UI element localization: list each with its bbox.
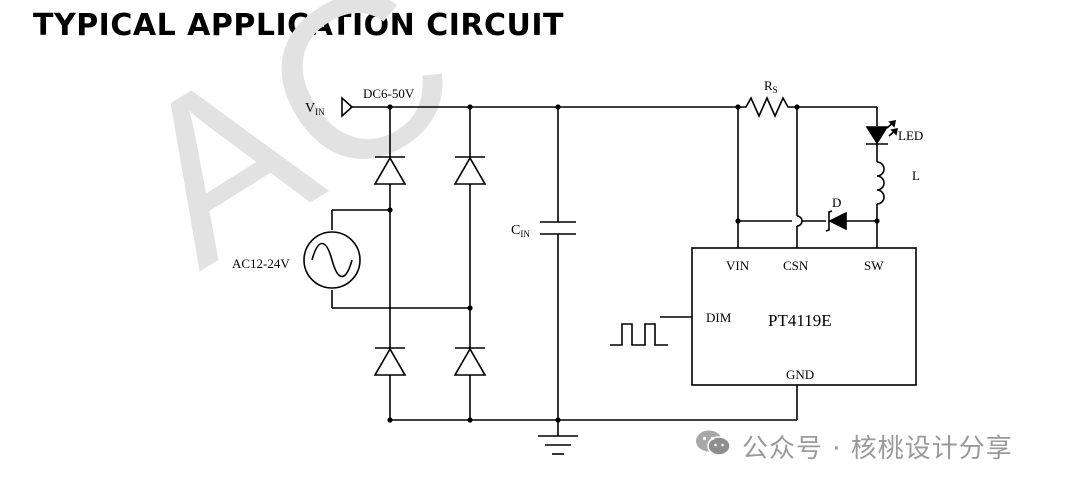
diode-label: D [832,195,841,210]
vin-terminal [341,96,354,118]
chip-name-label: PT4119E [768,311,832,330]
pin-csn-label: CSN [783,258,809,273]
inductor-icon [876,161,885,205]
ac-source-icon [303,231,361,289]
inductor-label: L [912,168,920,183]
pin-sw-label: SW [864,258,884,273]
bridge-diode-2 [453,156,487,185]
pin-gnd-label: GND [786,367,814,382]
watermark-letters: AC [89,0,496,313]
schottky-diode-icon [828,211,847,231]
dc-range-label: DC6-50V [363,86,415,101]
wechat-icon [696,430,731,456]
pin-dim-label: DIM [706,310,732,325]
vin-label: VIN [305,101,325,117]
page-title: TYPICAL APPLICATION CIRCUIT [33,8,564,43]
rs-resistor [738,96,797,118]
ac-range-label: AC12-24V [232,256,290,271]
pin-vin-label: VIN [726,258,750,273]
led-icon [865,126,889,145]
led-label: LED [898,128,923,143]
rs-label: RS [764,78,778,95]
pwm-pulse-icon [610,323,668,346]
cin-label: CIN [511,223,530,239]
watermark-text: 公众号 · 核桃设计分享 [742,434,1013,464]
bridge-diode-1 [373,156,407,185]
chip-body [691,247,917,386]
bridge-diode-3 [373,347,407,376]
bridge-diode-4 [453,347,487,376]
